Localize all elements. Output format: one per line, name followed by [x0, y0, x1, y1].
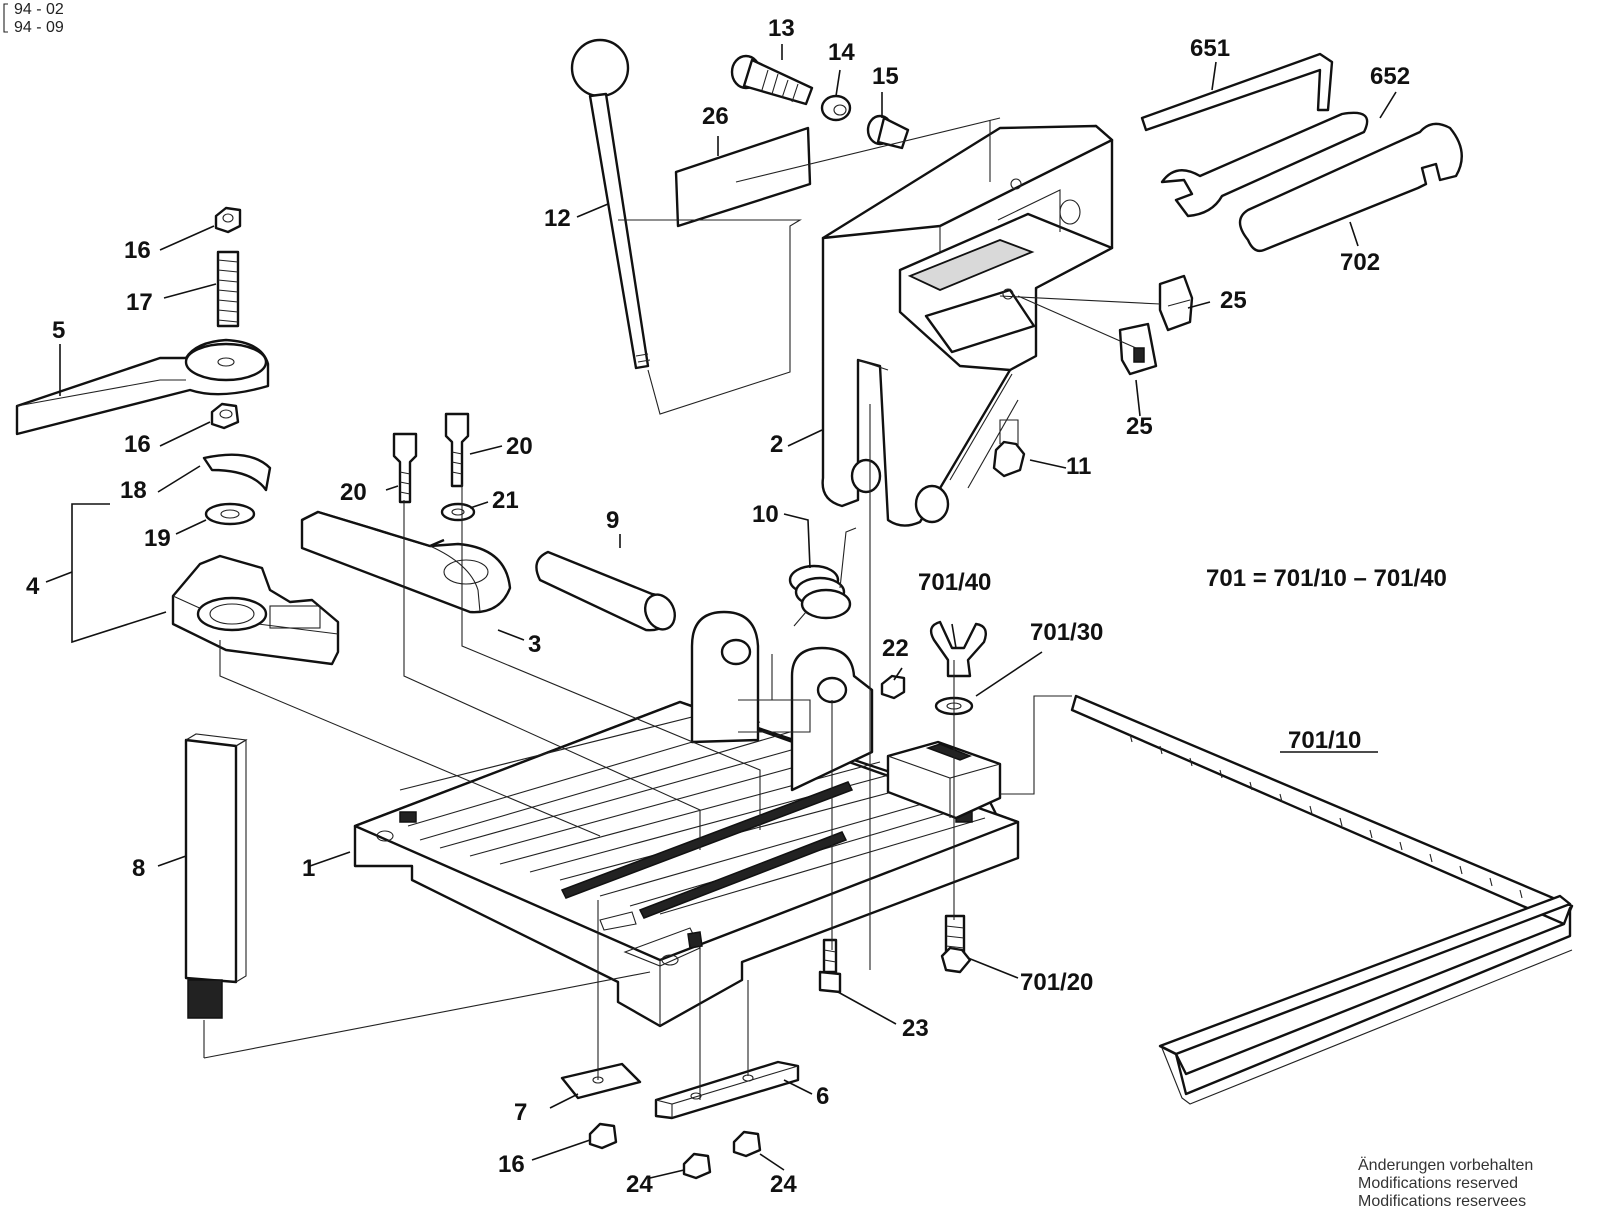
label-2: 2: [770, 431, 783, 458]
bottom-hardware: [560, 674, 906, 1180]
label-701-10: 701/10: [1288, 727, 1361, 754]
part-8-slide-bar: [184, 733, 248, 1019]
label-20-left: 20: [340, 479, 367, 506]
notice-line-1: Änderungen vorbehalten: [1358, 1156, 1533, 1174]
part-1-base-plate: [353, 610, 1020, 1028]
clips-and-screw: [992, 274, 1194, 478]
revision-date-1: 94 - 02: [14, 1, 64, 18]
label-25-top: 25: [1220, 287, 1247, 314]
modification-notice: Änderungen vorbehalten Modifications res…: [1358, 1156, 1533, 1210]
revision-marks: 94 - 02 94 - 09: [3, 1, 64, 36]
notice-line-3: Modifications reservees: [1358, 1193, 1526, 1210]
label-652: 652: [1370, 63, 1410, 90]
part-5-clamp-lever: [15, 338, 270, 436]
label-21: 21: [492, 487, 519, 514]
label-24-right: 24: [770, 1171, 797, 1198]
part-12-handle-lever: [570, 38, 651, 370]
notice-line-2: Modifications reserved: [1358, 1175, 1518, 1192]
part-2-arm-casting: [821, 124, 1114, 527]
label-20-right: 20: [506, 433, 533, 460]
part-4-clamp-base: [171, 554, 340, 666]
label-11: 11: [1066, 453, 1091, 480]
label-25-bottom: 25: [1126, 413, 1153, 440]
label-701-40: 701/40: [918, 569, 991, 596]
label-6: 6: [816, 1083, 829, 1110]
label-19: 19: [144, 525, 171, 552]
part-3-clamp-jaw: [300, 510, 512, 614]
label-24-left: 24: [626, 1171, 653, 1198]
label-23: 23: [902, 1015, 929, 1042]
label-26: 26: [702, 103, 729, 130]
label-17: 17: [126, 289, 153, 316]
label-701-20: 701/20: [1020, 969, 1093, 996]
label-22: 22: [882, 635, 909, 662]
label-16-middle: 16: [124, 431, 151, 458]
label-18: 18: [120, 477, 147, 504]
label-13: 13: [768, 15, 795, 42]
part-10-torsion-spring: [788, 527, 857, 627]
label-9: 9: [606, 507, 619, 534]
clamp-hardware: [202, 206, 272, 526]
screw-assembly-13-15: [730, 54, 910, 150]
kit-formula: 701 = 701/10 – 701/40: [1206, 565, 1447, 592]
kit-701-parts: [929, 620, 1574, 1105]
label-701-30: 701/30: [1030, 619, 1103, 646]
label-16-bottom: 16: [498, 1151, 525, 1178]
callout-labels: 1 2 3 4 5 6 7 8 9 10 11 12 13 14 15 16 1…: [26, 15, 1410, 1198]
label-8: 8: [132, 855, 145, 882]
label-1: 1: [302, 855, 315, 882]
label-14: 14: [828, 39, 855, 66]
revision-date-2: 94 - 09: [14, 19, 64, 36]
tools: [1140, 52, 1463, 253]
label-12: 12: [544, 205, 571, 232]
label-10: 10: [752, 501, 779, 528]
clamp-screws: [392, 412, 476, 522]
part-26-label-plate: [674, 126, 812, 228]
part-9-pivot-pin: [535, 550, 676, 632]
label-5: 5: [52, 317, 65, 344]
label-16-top: 16: [124, 237, 151, 264]
label-15: 15: [872, 63, 899, 90]
label-7: 7: [514, 1099, 527, 1126]
label-702: 702: [1340, 249, 1380, 276]
leader-lines: [45, 44, 1397, 1179]
label-3: 3: [528, 631, 541, 658]
label-4: 4: [26, 573, 40, 600]
label-651: 651: [1190, 35, 1230, 62]
